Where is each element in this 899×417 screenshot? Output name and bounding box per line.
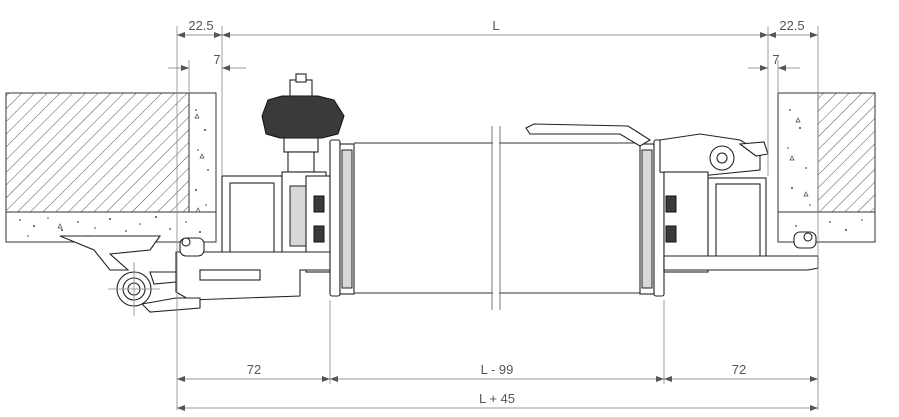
dim-bottom-middle: L - 99 xyxy=(481,362,514,377)
dim-top-left-offset: 22.5 xyxy=(188,18,213,33)
pipe-body xyxy=(354,126,640,310)
right-wall xyxy=(777,92,876,243)
dim-overall: L + 45 xyxy=(479,391,515,406)
top-dimensions xyxy=(168,32,818,71)
dim-left-inset: 7 xyxy=(213,52,220,67)
left-flange xyxy=(329,139,355,297)
dim-right-inset: 7 xyxy=(772,52,779,67)
dim-bottom-right: 72 xyxy=(732,362,746,377)
left-bracket-assembly xyxy=(59,73,345,316)
dim-bottom-left: 72 xyxy=(247,362,261,377)
right-concrete-speckle xyxy=(787,109,863,235)
bottom-dimensions xyxy=(177,376,818,411)
left-wall xyxy=(5,92,217,243)
dim-top-right-offset: 22.5 xyxy=(779,18,804,33)
right-bracket-assembly xyxy=(525,123,819,273)
extension-lines xyxy=(176,26,819,410)
dim-top-length: L xyxy=(492,18,499,33)
